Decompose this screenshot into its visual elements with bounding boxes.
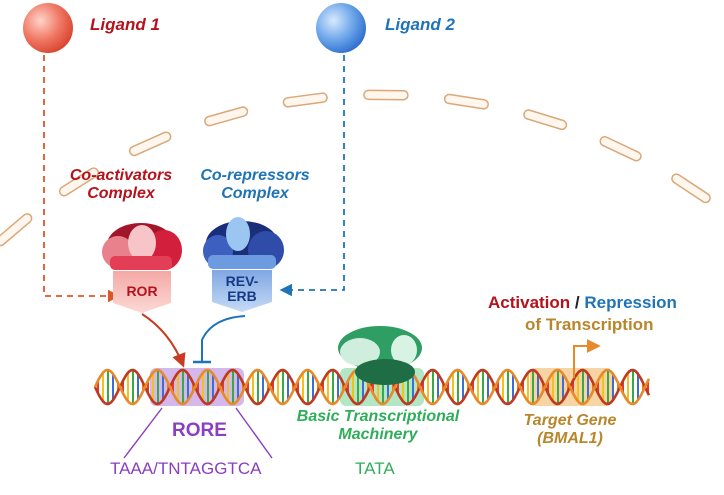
machinery-label: Basic Transcriptional Machinery (278, 408, 478, 443)
membrane-segment (599, 136, 642, 162)
rore-sequence-line-left (123, 407, 163, 459)
ligand2-dashed-arrow (279, 55, 345, 297)
rore-sequence-line-right (235, 407, 273, 459)
activation-label: Activation (488, 293, 571, 312)
rore-label: RORE (172, 420, 227, 441)
membrane-segment (0, 213, 33, 247)
target-gene-label-line2: (BMAL1) (537, 429, 603, 447)
membrane-segment (282, 92, 328, 108)
of-transcription-label: of Transcription (525, 315, 654, 334)
coactivators-label-line2: Complex (87, 184, 155, 202)
corepressors-label-line2: Complex (221, 184, 289, 202)
ligand1-sphere (23, 3, 73, 53)
repression-label: Repression (584, 293, 677, 312)
nuclear-membrane (0, 89, 711, 247)
transcriptional-machinery-shape (338, 326, 422, 385)
membrane-segment (363, 89, 409, 101)
ror-label: ROR (126, 283, 158, 299)
membrane-segment (58, 167, 99, 197)
reverb-repression-line (201, 315, 246, 362)
reverb-label: REV- ERB (212, 273, 272, 305)
activation-repression-slash: / (570, 293, 585, 312)
membrane-segment (128, 131, 172, 157)
target-gene-label: Target Gene (BMAL1) (500, 412, 640, 447)
ligand1-dashed-arrow (43, 55, 121, 303)
machinery-label-line1: Basic Transcriptional (296, 408, 460, 425)
corepressor-complex-shape (203, 217, 284, 269)
activation-repression-title: Activation / Repression (488, 293, 677, 313)
corepressors-complex-label: Co-repressors Complex (184, 167, 326, 202)
ligand1-label: Ligand 1 (90, 15, 160, 34)
corepressors-label-line1: Co-repressors (200, 167, 310, 184)
reverb-label-line1: REV- (225, 273, 259, 289)
membrane-segment (204, 106, 249, 127)
coactivators-label-line1: Co-activators (69, 167, 173, 184)
rore-sequence: TAAA/TNTAGGTCA (110, 459, 262, 478)
reverb-receptor-shape (212, 270, 272, 312)
target-gene-label-line1: Target Gene (523, 412, 617, 429)
tata-sequence: TATA (355, 459, 395, 478)
ligand2-label: Ligand 2 (385, 15, 455, 34)
coactivators-complex-label: Co-activators Complex (52, 167, 190, 202)
reverb-label-line2: ERB (227, 288, 257, 305)
membrane-segment (523, 109, 568, 131)
ror-activation-arrow (141, 313, 186, 368)
ligand2-sphere (316, 3, 366, 53)
machinery-label-line2: Machinery (338, 425, 418, 443)
membrane-segment (443, 93, 489, 110)
transcription-start-arrow (573, 339, 601, 378)
coactivator-complex-shape (102, 223, 182, 270)
dna-backbone-strand (93, 368, 651, 406)
membrane-segment (671, 173, 711, 204)
ror-receptor-shape (113, 271, 171, 313)
